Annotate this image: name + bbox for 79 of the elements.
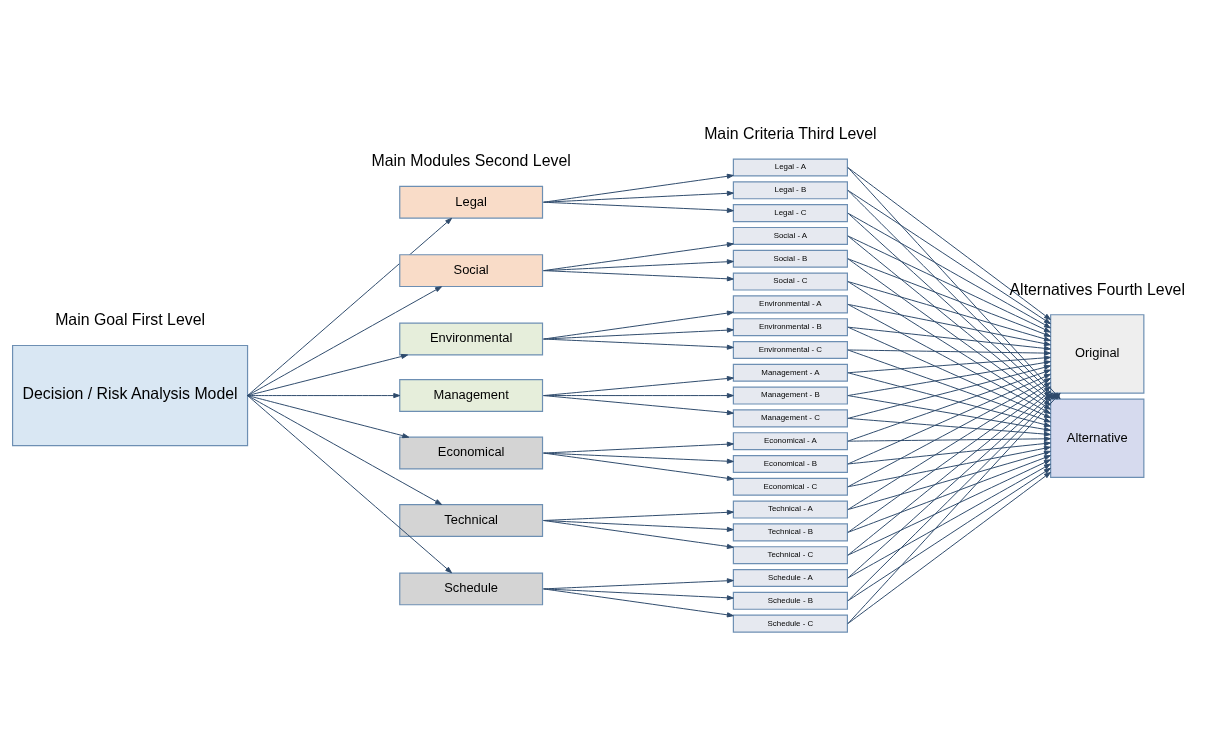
arrow (543, 327, 734, 340)
node-box: Economical - C (732, 477, 848, 496)
arrow (247, 395, 410, 439)
arrow (847, 326, 1051, 351)
arrow (847, 463, 1051, 579)
arrow (847, 450, 1051, 511)
arrow (847, 355, 1051, 374)
arrow (543, 310, 734, 340)
node-box: Social - B (732, 249, 848, 268)
node-box: Technical - B (732, 523, 848, 542)
node-box: Legal - A (732, 158, 848, 177)
node-box: Environmental - C (732, 340, 848, 359)
arrow (543, 173, 734, 203)
node-box: Alternative (1050, 398, 1145, 478)
node-box: Schedule (399, 572, 544, 606)
arrow (847, 471, 1051, 625)
label: Main Modules Second Level (371, 152, 571, 170)
node-box: Environmental - A (732, 295, 848, 314)
arrow (247, 393, 401, 399)
node-box: Economical - B (732, 454, 848, 473)
label: Alternatives Fourth Level (1009, 281, 1185, 299)
arrow (543, 452, 734, 481)
arrow (847, 349, 1051, 356)
arrow (247, 395, 442, 505)
arrow (543, 578, 734, 590)
arrow (543, 588, 734, 601)
label: Main Goal First Level (55, 310, 205, 328)
arrow (847, 417, 1051, 437)
arrow (847, 235, 1051, 333)
node-box: Technical - A (732, 500, 848, 519)
arrow (543, 201, 734, 213)
arrow (543, 190, 734, 203)
arrow (247, 217, 453, 397)
node-box: Management (399, 379, 544, 413)
arrow (847, 167, 1051, 320)
node-box: Social - A (732, 226, 848, 245)
arrow (847, 441, 1051, 465)
node-box: Social (399, 254, 544, 288)
node-box: Legal (399, 185, 544, 219)
node-box: Legal - C (732, 204, 848, 223)
node-box: Environmental - B (732, 318, 848, 337)
arrow (847, 303, 1051, 347)
node-box: Technical - C (732, 546, 848, 565)
arrow (543, 520, 734, 549)
arrow (543, 270, 734, 282)
arrow (847, 189, 1051, 325)
node-box: Environmental (399, 322, 544, 356)
arrow (847, 467, 1051, 602)
node-box: Technical (399, 504, 544, 537)
arrow (847, 459, 1051, 556)
arrow (847, 455, 1051, 533)
arrow (847, 436, 1051, 442)
arrow (847, 360, 1051, 397)
node-box: Legal - B (732, 181, 848, 200)
arrow (543, 338, 734, 350)
node-box: Economical (399, 436, 544, 470)
arrow (847, 445, 1051, 488)
node-box: Schedule - A (732, 568, 848, 588)
arrow (543, 588, 734, 618)
arrow (543, 441, 734, 454)
node-box: Schedule - B (732, 591, 848, 610)
arrow (543, 395, 734, 416)
arrow (247, 353, 409, 397)
node-box: Social - C (732, 272, 848, 291)
node-box: Economical - A (732, 432, 848, 451)
arrow (847, 281, 1051, 342)
arrow (247, 286, 442, 397)
node-box: Management - A (732, 363, 848, 382)
node-box: Management - B (732, 386, 848, 405)
node-box: Management - C (732, 409, 848, 428)
node-box: Schedule - C (732, 614, 848, 633)
label: Main Criteria Third Level (704, 124, 877, 142)
arrow (247, 395, 453, 574)
arrow (847, 212, 1051, 329)
arrow (543, 452, 734, 464)
node-box: Original (1050, 314, 1145, 394)
arrow (847, 258, 1051, 337)
arrow (543, 242, 734, 272)
node-box: Decision / Risk Analysis Model (12, 344, 249, 447)
